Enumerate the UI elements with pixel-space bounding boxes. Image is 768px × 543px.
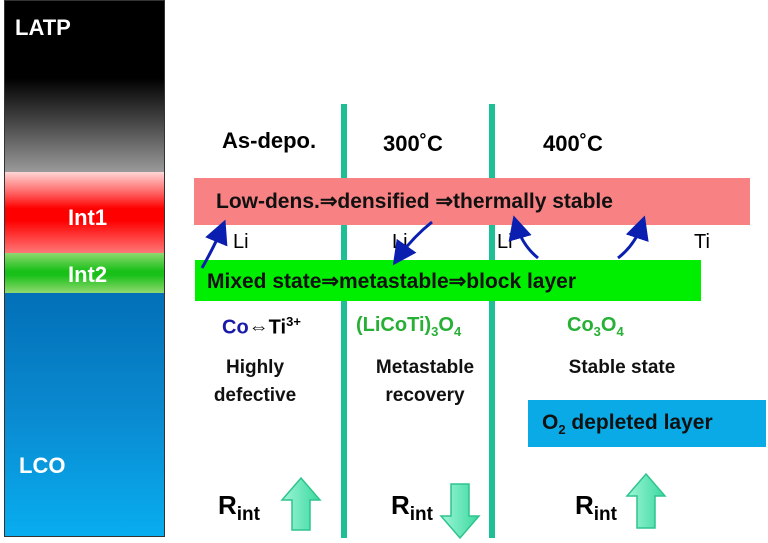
ion-arrow-li-up-1 (200, 219, 228, 269)
ion-arrow-li-up-3 (508, 215, 539, 260)
rint-label-col1: Rint (218, 490, 260, 526)
phase-col3-sub1: 3 (593, 324, 601, 339)
rint-subscript: int (593, 504, 617, 526)
o2-depleted-layer-label: O2 depleted layer (542, 411, 713, 437)
column-divider-1 (341, 104, 347, 538)
int2-evolution-text: Mixed state⇒metastable⇒block layer (207, 270, 577, 293)
layer-stack: LATP Int1 Int2 LCO (4, 0, 165, 537)
rint-symbol: R (391, 490, 410, 520)
phase-col3-b: O (600, 314, 617, 336)
phase-col2-b: O (438, 314, 454, 336)
header-300c: 300˚C (383, 131, 443, 156)
phase-col1: Co⇔Ti3+ (222, 314, 301, 340)
int1-evolution-text: Low-dens.⇒densified ⇒thermally stable (216, 190, 613, 213)
rint-increase-arrow-icon (280, 476, 322, 531)
o2-symbol: O (542, 411, 559, 434)
ion-label-ti: Ti (694, 231, 710, 253)
phase-exchange-arrow: ⇔ (248, 316, 269, 339)
description-col3: Stable state (548, 354, 696, 382)
description-col2-line1: Metastable (375, 357, 475, 378)
header-as-depo: As-depo. (222, 128, 317, 153)
rint-symbol: R (218, 490, 237, 520)
o2-subscript: 2 (558, 422, 566, 438)
layer-label-int2: Int2 (68, 262, 108, 287)
header-400c: 400˚C (543, 131, 603, 156)
o2-text: depleted layer (565, 411, 713, 434)
rint-label-col3: Rint (575, 490, 617, 526)
description-col1-line1: Highly (225, 357, 285, 378)
phase-ti: Ti (268, 316, 287, 339)
int2-evolution-bar: Mixed state⇒metastable⇒block layer (195, 260, 701, 301)
description-col2: Metastable recovery (365, 354, 485, 410)
phase-col2-a: (LiCoTi) (356, 314, 432, 336)
phase-col3-sub2: 4 (616, 324, 624, 339)
phase-col2: (LiCoTi)3O4 (356, 314, 461, 339)
rint-label-col2: Rint (391, 490, 433, 526)
description-col1-line2: defective (213, 385, 297, 406)
ion-arrow-ti-up (617, 215, 649, 260)
int1-evolution-bar: Low-dens.⇒densified ⇒thermally stable (194, 178, 750, 225)
layer-int1: Int1 (5, 172, 164, 253)
rint-symbol: R (575, 490, 594, 520)
rint-subscript: int (236, 504, 260, 526)
rint-subscript: int (409, 504, 433, 526)
phase-col2-sub2: 4 (453, 324, 462, 339)
description-col3-line1: Stable state (568, 357, 676, 378)
column-divider-2 (489, 104, 495, 538)
rint-increase-arrow-icon (625, 472, 667, 529)
phase-col3-a: Co (567, 314, 594, 336)
layer-int2: Int2 (5, 253, 164, 293)
description-col2-line2: recovery (385, 385, 465, 406)
layer-label-latp: LATP (15, 15, 71, 40)
layer-latp: LATP (5, 1, 164, 172)
phase-col3: Co3O4 (567, 314, 624, 339)
phase-co: Co (222, 316, 249, 339)
rint-decrease-arrow-icon (439, 483, 481, 540)
phase-ti-charge: 3+ (286, 314, 301, 329)
o2-depleted-layer-box: O2 depleted layer (528, 400, 766, 447)
layer-lco: LCO (5, 293, 164, 536)
phase-col2-sub1: 3 (431, 324, 439, 339)
ion-arrow-li-down-2 (392, 220, 433, 266)
description-col1: Highly defective (200, 354, 310, 410)
layer-label-int1: Int1 (68, 205, 108, 230)
layer-label-lco: LCO (19, 453, 66, 478)
ion-label-li-1: Li (233, 231, 249, 253)
